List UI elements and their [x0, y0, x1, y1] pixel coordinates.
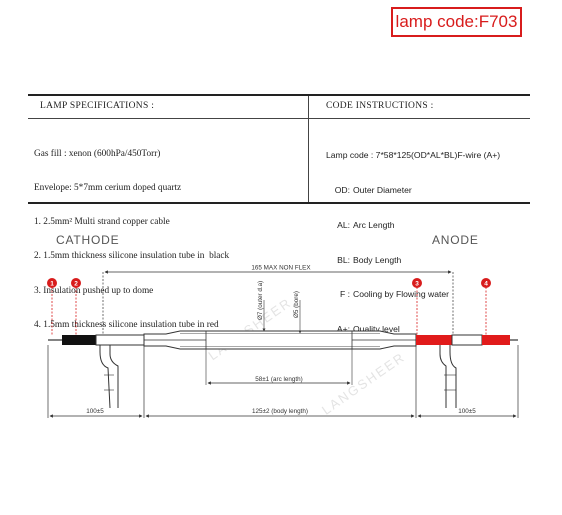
spec-line: 2. 1.5mm thickness silicone insulation t…	[34, 251, 230, 262]
table-header-rule	[28, 118, 530, 119]
anode-lead	[416, 334, 518, 408]
marker-number: 2	[74, 281, 78, 288]
table-divider	[308, 96, 309, 202]
code-instructions-header: CODE INSTRUCTIONS :	[326, 101, 434, 111]
legend-row: A+:Quality level	[326, 324, 500, 336]
legend-desc: Outer Diameter	[353, 184, 412, 195]
legend-row: F :Cooling by Flowing water	[326, 289, 500, 301]
legend-key: A+:	[336, 324, 350, 335]
legend-key: OD:	[334, 184, 350, 195]
overall-length-label: 165 MAX NON FLEX	[251, 265, 311, 272]
spec-line: 1. 2.5mm² Multi strand copper cable	[34, 217, 170, 228]
spec-line: Gas fill : xenon (600hPa/450Torr)	[34, 148, 161, 159]
arc-length-dimension: 58±1 (arc length)	[205, 349, 353, 385]
black-insulation	[62, 335, 96, 345]
arc-length-label: 58±1 (arc length)	[255, 376, 303, 383]
spec-line: 3. Insulation pushed up to dome	[34, 285, 154, 296]
lamp-body	[143, 330, 417, 350]
spec-line: 4. 1.5mm thickness silicone insulation t…	[34, 319, 219, 330]
marker-2: 2	[71, 278, 81, 336]
spec-lines: Gas fill : xenon (600hPa/450Torr) Envelo…	[34, 126, 229, 354]
legend-row: BL:Body Length	[326, 255, 500, 267]
marker-3: 3	[412, 278, 422, 336]
spec-line: Envelope: 5*7mm cerium doped quartz	[34, 183, 182, 194]
cathode-label: CATHODE	[56, 233, 120, 247]
legend-desc: Body Length	[353, 254, 402, 265]
cathode-lead	[48, 334, 145, 409]
anode-label: ANODE	[432, 233, 479, 247]
red-insulation	[416, 335, 452, 345]
watermark: LANGSHEER	[205, 295, 294, 364]
legend-key: BL:	[337, 254, 350, 265]
outer-diameter-label: Ø7 (outer d.a)	[257, 281, 264, 320]
watermark: LANGSHEER	[319, 349, 408, 418]
lamp-code-badge: lamp code:F703	[391, 7, 522, 37]
diameter-callouts: Ø7 (outer d.a) Ø5 (bore)	[257, 281, 302, 334]
legend-desc: Cooling by Flowing water	[353, 289, 450, 300]
legend-desc: Quality level	[353, 324, 400, 335]
legend-key: F :	[339, 289, 350, 300]
marker-1: 1	[47, 278, 57, 336]
legend-desc: Arc Length	[353, 219, 395, 230]
legend-row: OD:Outer Diameter	[326, 185, 500, 197]
bottom-dimensions: 100±5 125±2 (body length) 100±5	[47, 345, 519, 418]
right-lead-length: 100±5	[458, 408, 476, 415]
marker-number: 1	[50, 281, 54, 288]
legend-row: AL:Arc Length	[326, 220, 500, 232]
body-length-label: 125±2 (body length)	[252, 408, 308, 415]
marker-4: 4	[481, 278, 491, 336]
left-lead-length: 100±5	[86, 408, 104, 415]
bore-label: Ø5 (bore)	[293, 291, 300, 318]
lamp-specifications-header: LAMP SPECIFICATIONS :	[40, 101, 155, 111]
code-lines: Lamp code : 7*58*125(OD*AL*BL)F-wire (A+…	[326, 127, 500, 359]
overall-dimension: 165 MAX NON FLEX	[102, 263, 454, 340]
lamp-code-line: Lamp code : 7*58*125(OD*AL*BL)F-wire (A+…	[326, 150, 501, 161]
marker-number: 3	[415, 281, 419, 288]
spec-table: LAMP SPECIFICATIONS : CODE INSTRUCTIONS …	[28, 94, 530, 334]
marker-number: 4	[484, 281, 488, 288]
legend-key: AL:	[337, 219, 350, 230]
